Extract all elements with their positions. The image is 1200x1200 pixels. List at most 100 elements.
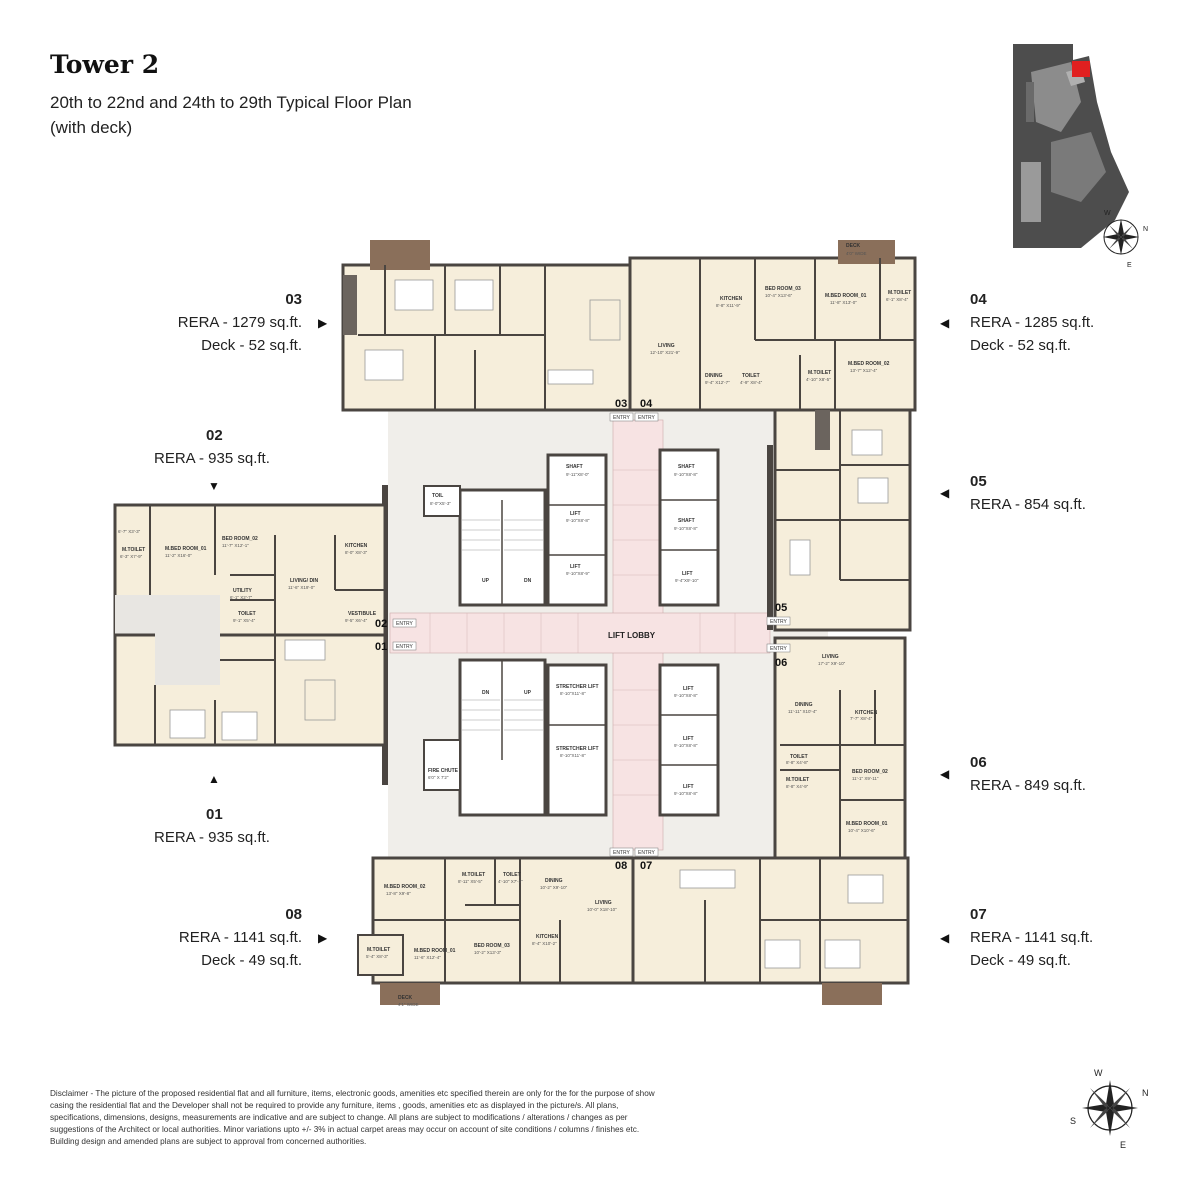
key-plan-map [1011, 42, 1131, 248]
r02-mtoilet: M.TOILET [122, 547, 145, 553]
r02-toilet: TOILET [238, 611, 256, 617]
flat-01-plan [113, 595, 387, 747]
r06-mbed-size: 10'-4" X10'-6" [848, 828, 876, 833]
unit-08-arrow-icon: ▶ [318, 931, 328, 945]
r06-toilet: TOILET [790, 754, 808, 760]
unit-05-label: 05 RERA - 854 sq.ft. [970, 470, 1150, 516]
core-toil-label: TOIL [432, 493, 443, 499]
deck-bottom-label: DECK [398, 995, 413, 1001]
unit-04-deck: Deck - 52 sq.ft. [970, 337, 1071, 354]
r02-mtoilet-size: 6'-3" X7'-9" [120, 554, 143, 559]
core-lift5-label: LIFT [683, 736, 694, 742]
r02-utility: UTILITY [233, 588, 253, 594]
r02-toilet-size: 9'-1" X5'-4" [233, 618, 256, 623]
r06-dining: DINING [795, 702, 813, 708]
unit-04-label: 04 RERA - 1285 sq.ft. Deck - 52 sq.ft. [970, 288, 1150, 357]
core-toil-box [423, 485, 461, 517]
r02-bed2: BED ROOM_02 [222, 536, 258, 542]
compass-w-label: W [1094, 1068, 1103, 1078]
r04-toilet-size: 4'-9" X8'-4" [740, 380, 763, 385]
unit-01-number: 01 [206, 806, 223, 823]
core-up-label-bottom: UP [524, 690, 532, 696]
core-shaft-lift-left-top [546, 453, 608, 607]
unit-08-number: 08 [285, 906, 302, 923]
deck-top-size: 4'0" WIDE [846, 251, 866, 256]
r08-mtoilet-size: 8'-11" X5'-5" [458, 879, 483, 884]
core-stretcher2-size: 8'-10"X11'-8" [560, 753, 586, 758]
core-lift6-size: 9'-10"X8'-8" [674, 791, 698, 796]
core-lift2-size: 9'-10"X8'-9" [566, 571, 590, 576]
core-stretcher1-label: STRETCHER LIFT [556, 684, 599, 690]
r08-dining: DINING [545, 878, 563, 884]
r06-mtoilet-size: 8'-8" X4'-9" [786, 784, 809, 789]
r04-kitchen-size: 8'-8" X11'-9" [716, 303, 741, 308]
unit-06-label: 06 RERA - 849 sq.ft. [970, 751, 1150, 797]
unit-06-rera: RERA - 849 sq.ft. [970, 777, 1086, 794]
unit-05-rera: RERA - 854 sq.ft. [970, 496, 1086, 513]
plan-flat-02-number: 02 [375, 618, 387, 630]
entry-03-label: ENTRY [613, 415, 631, 421]
compass-large-icon: W N S E [1070, 1068, 1149, 1150]
plan-flat-05-number: 05 [775, 602, 787, 614]
unit-01-label: 01 RERA - 935 sq.ft. [154, 803, 314, 849]
r02-living-size: 11'-6" X19'-0" [288, 585, 315, 590]
r08-mtoilet2: M.TOILET [367, 947, 390, 953]
flat-04-plan: DECK 4'0" WIDE KITCHEN 8'-8" X11'-9" BED… [628, 240, 917, 412]
unit-02-rera: RERA - 935 sq.ft. [154, 450, 270, 467]
r04-bed2-size: 13'-7" X12'-4" [850, 368, 878, 373]
core-dn-label-bottom: DN [482, 690, 490, 696]
r08-mbed2-size: 13'-8" X9'-8" [386, 891, 411, 896]
core-stretcher-left-bottom [546, 663, 608, 817]
unit-06-arrow-icon: ◀ [940, 767, 950, 781]
core-lift3-label: LIFT [682, 571, 693, 577]
r06-mbed: M.BED ROOM_01 [846, 821, 888, 827]
compass-small-w: W [1104, 210, 1111, 217]
r04-bed3-size: 10'-4" X13'-6" [765, 293, 793, 298]
r08-toilet: TOILET [503, 872, 521, 878]
core-lift1-label: LIFT [570, 511, 581, 517]
entry-02-label: ENTRY [396, 621, 414, 627]
core-shaft2-label: SHAFT [678, 464, 695, 470]
r04-mbed: M.BED ROOM_01 [825, 293, 867, 299]
compass-e-label: E [1120, 1140, 1126, 1150]
unit-03-rera: RERA - 1279 sq.ft. [177, 314, 302, 331]
entry-08-label: ENTRY [613, 850, 631, 856]
plan-flat-03-number: 03 [615, 398, 627, 410]
core-shaft1-size: 9'-11"X8'-0" [566, 472, 589, 477]
deck-bottom-size: 4'1" WIDE [398, 1002, 418, 1007]
r08-living-size: 10'-0" X18'-10" [587, 907, 617, 912]
r06-kitchen-size: 7'-7" X8'-4" [850, 716, 873, 721]
core-dn-label: DN [524, 578, 532, 584]
unit-02-arrow-icon: ▼ [208, 479, 220, 493]
disclaimer-text: Disclaimer - The picture of the proposed… [50, 1089, 655, 1146]
plan-flat-08-number: 08 [615, 860, 627, 872]
unit-06-number: 06 [970, 754, 987, 771]
core-shaft2-size: 9'-10"X8'-8" [674, 472, 698, 477]
unit-07-arrow-icon: ◀ [940, 931, 950, 945]
unit-02-label: 02 RERA - 935 sq.ft. [154, 424, 314, 470]
core-lift5-size: 9'-10"X8'-8" [674, 743, 698, 748]
r02-vestibule-size: 9'-5" X6'-4" [345, 618, 368, 623]
r04-mtoilet2: M.TOILET [808, 370, 831, 376]
entry-05-label: ENTRY [770, 619, 788, 625]
plan-flat-06-number: 06 [775, 657, 787, 669]
core-lift-right-bottom [658, 663, 720, 817]
core-shaft3-size: 9'-10"X8'-8" [674, 526, 698, 531]
r04-living: LIVING [658, 343, 675, 349]
core-stretcher2-label: STRETCHER LIFT [556, 746, 599, 752]
r08-kitchen: KITCHEN [536, 934, 559, 940]
r02-vestibule: VESTIBULE [348, 611, 377, 617]
r04-mtoilet2-size: 4'-10" X8'-5" [806, 377, 831, 382]
core-lift4-size: 9'-10"X8'-8" [674, 693, 698, 698]
unit-03-label: 03 RERA - 1279 sq.ft. Deck - 52 sq.ft. [150, 288, 302, 357]
r04-mtoilet-size: 6'-1" X8'-4" [886, 297, 909, 302]
tower-title: Tower 2 [50, 50, 160, 79]
unit-01-rera: RERA - 935 sq.ft. [154, 829, 270, 846]
r08-mtoilet2-size: 5'-4" X8'-3" [366, 954, 389, 959]
r04-mtoilet: M.TOILET [888, 290, 911, 296]
unit-05-number: 05 [970, 473, 987, 490]
r08-bed3-size: 10'-2" X13'-3" [474, 950, 502, 955]
r06-living-size: 17'-2" X9'-10" [818, 661, 846, 666]
r02-kitchen: KITCHEN [345, 543, 368, 549]
unit-02-number: 02 [206, 427, 223, 444]
